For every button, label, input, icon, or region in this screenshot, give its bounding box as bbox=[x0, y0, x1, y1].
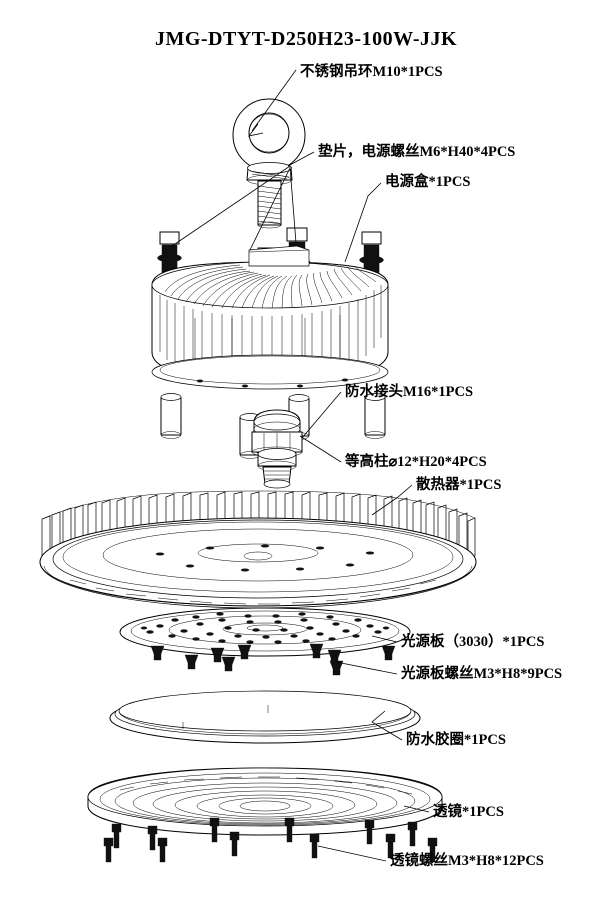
lens-screws bbox=[103, 817, 438, 863]
callout-lens-screw: 透镜螺丝M3*H8*12PCS bbox=[390, 851, 544, 869]
callout-eyebolt: 不锈钢吊环M10*1PCS bbox=[300, 62, 443, 80]
callout-driver-box: 电源盒*1PCS bbox=[385, 172, 470, 190]
leader-lines bbox=[171, 69, 430, 862]
waterproof-gasket-part bbox=[109, 690, 421, 744]
driver-box-part bbox=[151, 245, 389, 390]
standoff-pillar-4 bbox=[364, 393, 386, 439]
standoff-pillar-1 bbox=[160, 393, 182, 439]
callout-standoff-pillar: 等高柱⌀12*H20*4PCS bbox=[345, 452, 487, 470]
heatsink-surface-dots bbox=[155, 544, 375, 572]
eyebolt-part bbox=[232, 98, 306, 229]
callout-led-board: 光源板（3030）*1PCS bbox=[400, 632, 544, 650]
heatsink-part bbox=[39, 490, 477, 609]
eyebolt-thread-lines bbox=[257, 185, 282, 225]
callout-heatsink: 散热器*1PCS bbox=[416, 475, 501, 493]
callout-led-board-screw: 光源板螺丝M3*H8*9PCS bbox=[400, 664, 562, 682]
drawing-title: JMG-DTYT-D250H23-100W-JJK bbox=[155, 28, 457, 50]
callout-waterproof-connector: 防水接头M16*1PCS bbox=[345, 382, 473, 400]
led-board-screws bbox=[150, 643, 396, 676]
lens-rim-ticks bbox=[119, 776, 413, 795]
callout-waterproof-gasket: 防水胶圈*1PCS bbox=[406, 730, 506, 748]
callout-lens: 透镜*1PCS bbox=[433, 802, 504, 820]
driver-box-bottom-dots bbox=[196, 378, 349, 388]
led-board-screw-group bbox=[150, 643, 396, 676]
heatsink-rim-ticks bbox=[69, 579, 437, 605]
lens-screw-group bbox=[103, 817, 438, 863]
led-board-part bbox=[119, 607, 411, 657]
lens-part bbox=[87, 767, 443, 836]
connector-thread-lines bbox=[264, 470, 290, 480]
led-board-leds bbox=[140, 612, 390, 644]
driver-box-top-fins bbox=[164, 264, 377, 309]
waterproof-connector-part bbox=[251, 409, 303, 489]
callout-washer-power-screw: 垫片，电源螺丝M6*H40*4PCS bbox=[318, 142, 515, 160]
callout-labels: 不锈钢吊环M10*1PCS 垫片，电源螺丝M6*H40*4PCS 电源盒*1PC… bbox=[300, 62, 562, 869]
